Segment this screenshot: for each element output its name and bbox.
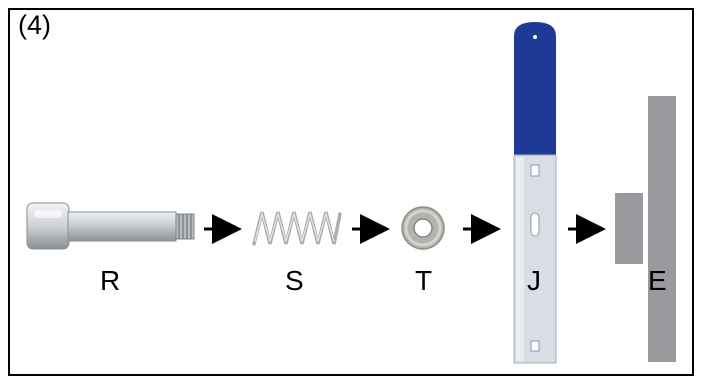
- spring-icon: [252, 211, 342, 246]
- mount-plate-icon: [615, 96, 676, 362]
- washer-icon: [401, 206, 445, 250]
- part-label-r: R: [100, 265, 121, 296]
- part-label-e: E: [648, 265, 667, 296]
- part-label-j: J: [527, 265, 541, 296]
- part-label-t: T: [415, 265, 433, 296]
- part-label-s: S: [285, 265, 304, 296]
- bolt-icon: [26, 202, 195, 250]
- diagram-frame: [8, 8, 694, 376]
- step-number: (4): [18, 10, 51, 40]
- strap-icon: [513, 22, 557, 364]
